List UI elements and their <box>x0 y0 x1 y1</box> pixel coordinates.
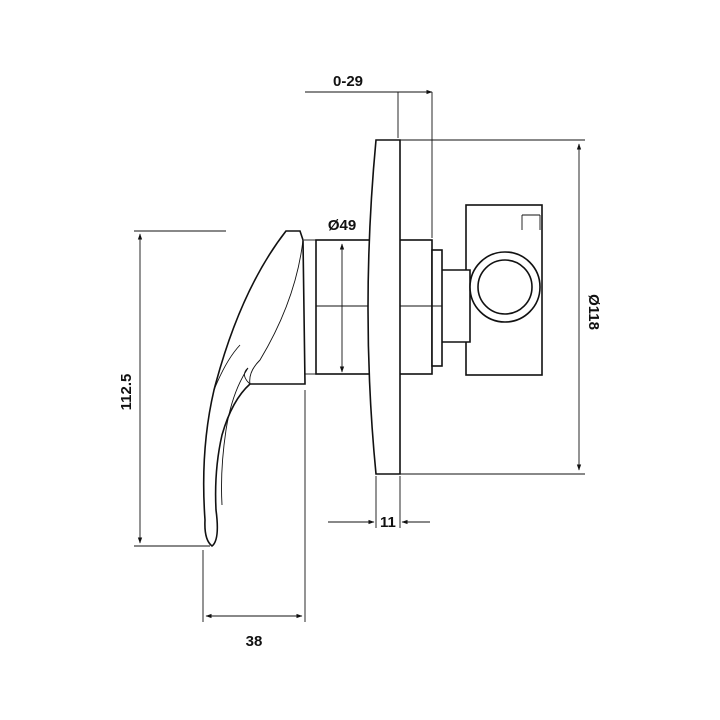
dimension-height-label: 112.5 <box>118 374 135 411</box>
dimension-adjustment: 0-29 <box>305 73 433 238</box>
dimension-adjustment-label: 0-29 <box>333 73 363 90</box>
valve-neck <box>439 269 471 343</box>
dimension-width-label: 38 <box>246 633 263 650</box>
dimension-spindle-diameter: Ø49 <box>328 217 356 373</box>
dimension-plate-thickness: 11 <box>328 476 430 531</box>
cartridge-sleeve <box>397 239 443 375</box>
cover-plate <box>367 139 401 475</box>
lever-handle <box>202 230 316 548</box>
dimension-lever-width: 38 <box>202 390 306 650</box>
dimension-plate-diameter: Ø118 <box>400 139 602 475</box>
dimension-thickness-label: 11 <box>380 514 396 531</box>
spindle-collar <box>315 239 377 375</box>
dimension-spindle-label: Ø49 <box>328 217 356 234</box>
dimension-plate-label: Ø118 <box>585 294 602 330</box>
outlet-ring <box>469 251 541 323</box>
dimension-lever-height: 112.5 <box>118 230 226 547</box>
